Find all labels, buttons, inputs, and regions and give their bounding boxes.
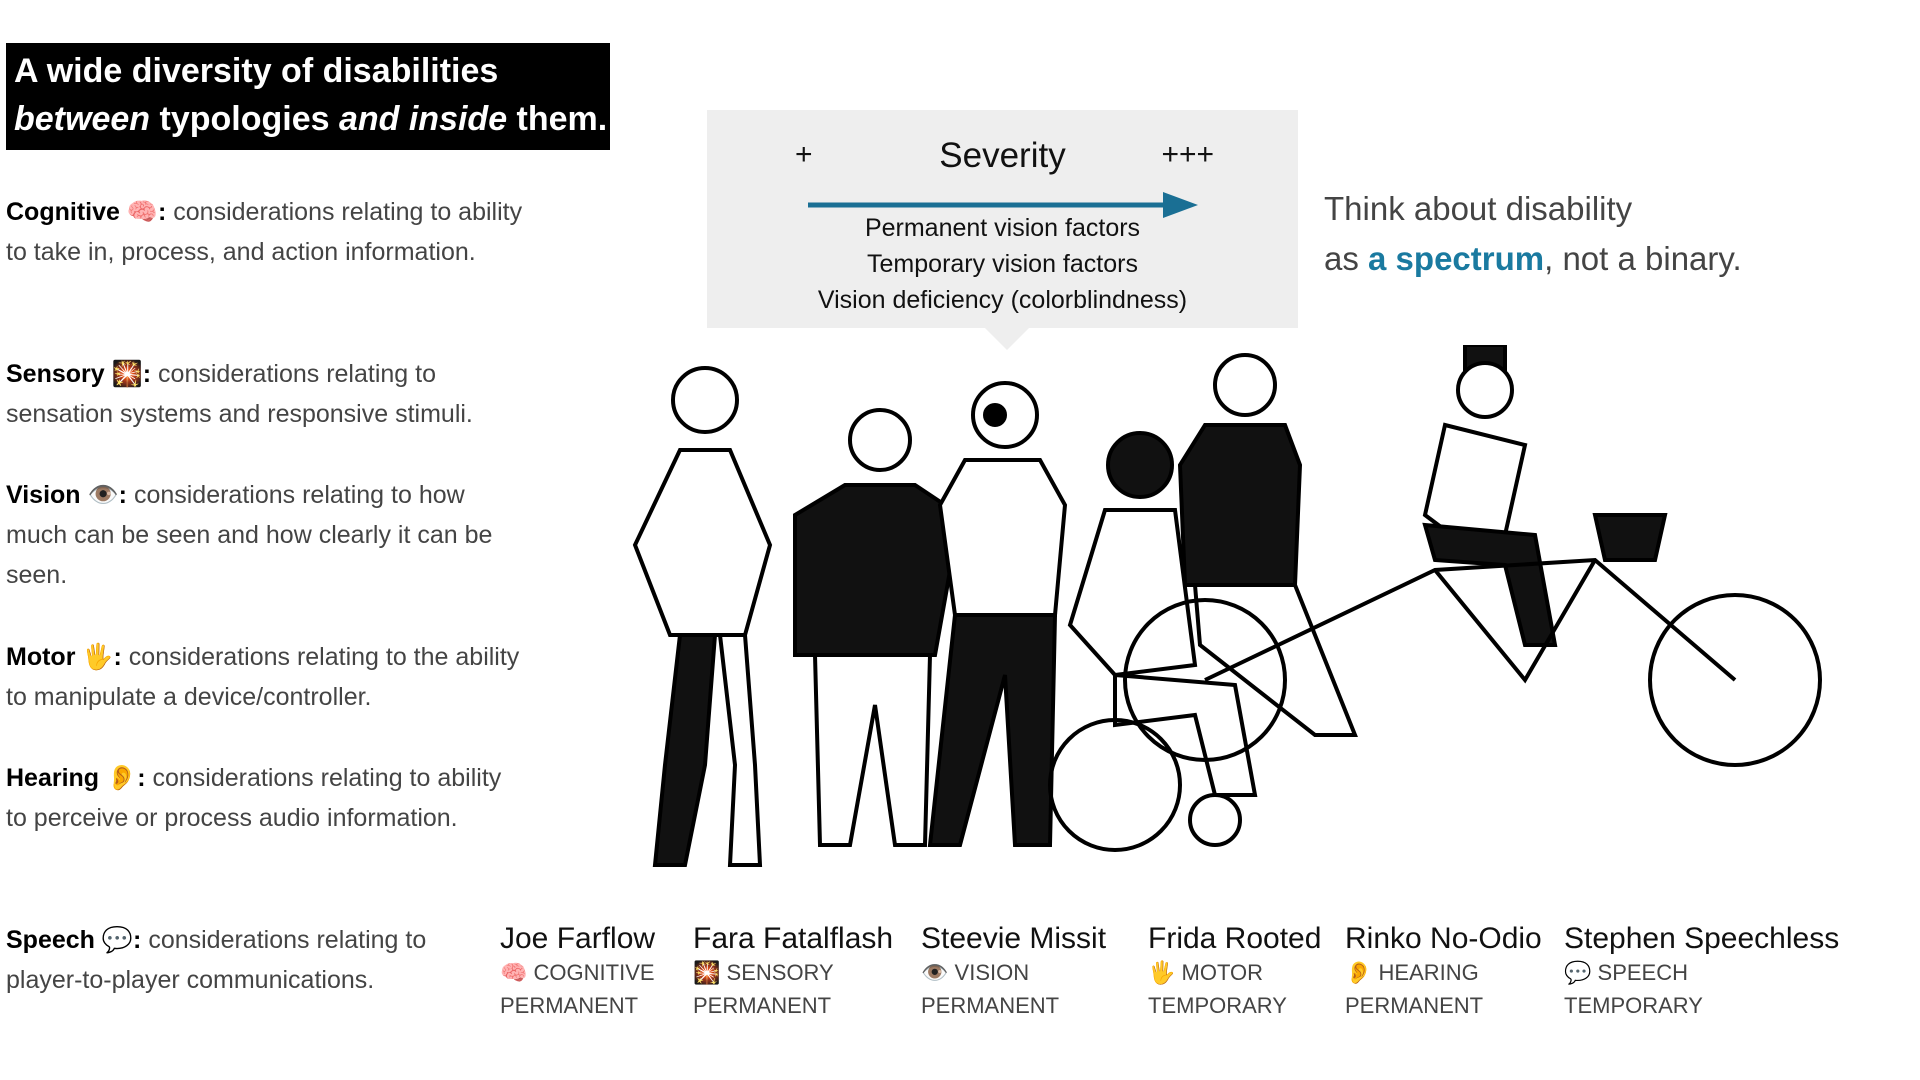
persona-frida: Frida Rooted 🖐️ MOTOR TEMPORARY <box>1148 922 1321 1022</box>
spectrum-post: , not a binary. <box>1544 240 1742 277</box>
speech-bubble-icon: 💬 <box>1564 960 1592 985</box>
brain-icon: 🧠 <box>126 198 158 226</box>
definition-term: Speech <box>6 926 95 954</box>
spectrum-highlight: a spectrum <box>1368 240 1545 277</box>
brain-icon: 🧠 <box>500 960 528 985</box>
factor-temporary: Temporary vision factors <box>867 250 1138 278</box>
eye-icon: 👁️ <box>921 960 949 985</box>
persona-type: COGNITIVE <box>533 960 655 985</box>
definition-text: considerations relating to ability to ta… <box>6 198 523 266</box>
sparkler-icon: 🎇 <box>693 960 721 985</box>
person-frida-wheelchair-illustration <box>1048 431 1258 852</box>
headline-box: A wide diversity of disabilities between… <box>6 43 610 150</box>
severity-low-label: + <box>795 138 813 171</box>
severity-arrow-icon <box>808 192 1198 218</box>
headline-em-and-inside: and inside <box>338 100 508 138</box>
person-rinko-illustration <box>1177 353 1358 737</box>
severity-high-label: +++ <box>1161 138 1214 171</box>
definition-text: considerations relating to player-to-pla… <box>6 926 427 994</box>
headline-end: them. <box>507 100 608 138</box>
definition-sensory: Sensory 🎇: considerations relating to se… <box>6 360 473 428</box>
headline-em-between: between <box>14 100 151 138</box>
definition-term: Sensory <box>6 360 105 388</box>
persona-duration: PERMANENT <box>693 993 832 1018</box>
persona-name: Fara Fatalflash <box>693 922 894 955</box>
persona-fara: Fara Fatalflash 🎇 SENSORY PERMANENT <box>693 922 893 1022</box>
headline-line-2: between typologies and inside them. <box>14 95 610 143</box>
definition-term: Motor <box>6 643 76 671</box>
people-illustration <box>632 345 1822 867</box>
persona-type: MOTOR <box>1181 960 1264 985</box>
person-steevie-illustration <box>927 381 1068 847</box>
persona-steevie: Steevie Missit 👁️ VISION PERMANENT <box>921 922 1106 1022</box>
persona-joe: Joe Farflow 🧠 COGNITIVE PERMANENT <box>500 922 655 1022</box>
definition-term: Cognitive <box>6 198 120 226</box>
hand-icon: 🖐️ <box>82 643 114 671</box>
definition-motor: Motor 🖐️: considerations relating to the… <box>6 643 520 711</box>
person-fara-illustration <box>793 408 963 847</box>
spectrum-note: Think about disability as a spectrum, no… <box>1324 184 1742 284</box>
persona-stephen: Stephen Speechless 💬 SPEECH TEMPORARY <box>1564 922 1839 1022</box>
persona-name: Frida Rooted <box>1148 922 1322 955</box>
headline-mid: typologies <box>150 100 339 138</box>
persona-duration: TEMPORARY <box>1148 993 1287 1018</box>
persona-duration: PERMANENT <box>1345 993 1484 1018</box>
persona-type: SENSORY <box>726 960 834 985</box>
definition-speech: Speech 💬: considerations relating to pla… <box>6 926 427 994</box>
persona-name: Stephen Speechless <box>1564 922 1840 955</box>
ear-icon: 👂 <box>106 764 138 792</box>
definition-term: Vision <box>6 481 81 509</box>
headline-line-1: A wide diversity of disabilities <box>14 52 499 90</box>
definition-text: considerations relating to sensation sys… <box>6 360 473 428</box>
definition-text: considerations relating to how much can … <box>6 481 493 589</box>
sparkler-icon: 🎇 <box>111 360 143 388</box>
spectrum-pre: as <box>1324 240 1369 277</box>
persona-name: Rinko No-Odio <box>1345 922 1542 955</box>
definition-text: considerations relating to ability to pe… <box>6 764 502 832</box>
severity-callout: + Severity +++ Permanent vision factors … <box>707 110 1298 350</box>
persona-duration: TEMPORARY <box>1564 993 1703 1018</box>
definition-text: considerations relating to the ability t… <box>6 643 520 711</box>
persona-name: Joe Farflow <box>500 922 656 955</box>
persona-duration: PERMANENT <box>500 993 639 1018</box>
hand-icon: 🖐️ <box>1148 960 1176 985</box>
ear-icon: 👂 <box>1345 960 1373 985</box>
factor-colorblindness: Vision deficiency (colorblindness) <box>817 286 1188 314</box>
spectrum-note-line-1: Think about disability <box>1324 190 1633 227</box>
definition-term: Hearing <box>6 764 100 792</box>
definition-cognitive: Cognitive 🧠: considerations relating to … <box>6 198 523 266</box>
persona-type: VISION <box>954 960 1030 985</box>
definition-hearing: Hearing 👂: considerations relating to ab… <box>6 764 502 832</box>
persona-name: Steevie Missit <box>921 922 1107 955</box>
definition-vision: Vision 👁️: considerations relating to ho… <box>6 481 493 589</box>
person-stephen-bicycle-illustration <box>1123 345 1822 767</box>
factor-permanent: Permanent vision factors <box>864 214 1141 242</box>
severity-title: Severity <box>939 136 1066 175</box>
eye-icon: 👁️ <box>87 481 119 509</box>
persona-type: SPEECH <box>1597 960 1689 985</box>
speech-bubble-icon: 💬 <box>101 926 134 954</box>
persona-duration: PERMANENT <box>921 993 1060 1018</box>
persona-type: HEARING <box>1378 960 1479 985</box>
persona-rinko: Rinko No-Odio 👂 HEARING PERMANENT <box>1345 922 1542 1022</box>
person-joe-illustration <box>632 366 773 867</box>
severity-factors: Permanent vision factors Temporary visio… <box>707 210 1298 318</box>
spectrum-note-line-2: as a spectrum, not a binary. <box>1324 234 1742 284</box>
